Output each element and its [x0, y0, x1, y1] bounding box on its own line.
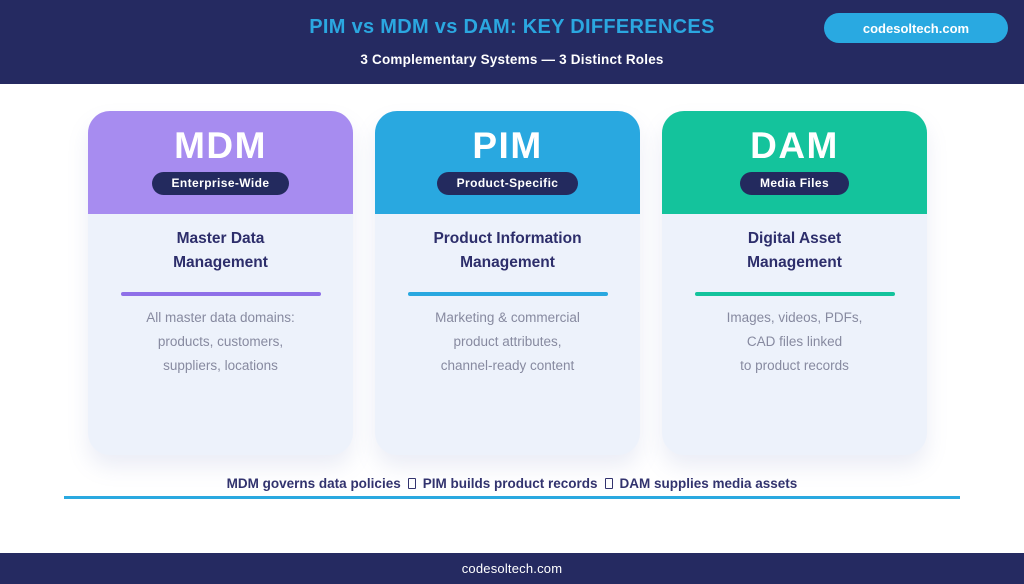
card-pim-body: Product Information Management Marketing…	[375, 227, 640, 378]
comparison-cards: MDM Enterprise-Wide Master Data Manageme…	[88, 111, 927, 455]
summary-divider-line	[64, 496, 960, 499]
card-pim-header: PIM Product-Specific	[375, 111, 640, 214]
card-dam-body: Digital Asset Management Images, videos,…	[662, 227, 927, 378]
missing-glyph-icon	[407, 478, 416, 489]
card-pim-badge: Product-Specific	[436, 172, 579, 195]
card-dam: DAM Media Files Digital Asset Management…	[662, 111, 927, 455]
summary-segment-mdm: MDM governs data policies	[226, 476, 401, 491]
missing-glyph-icon	[604, 478, 613, 489]
footer-bar: codesoltech.com	[0, 553, 1024, 584]
summary-text: MDM governs data policies PIM builds prod…	[0, 476, 1024, 491]
card-pim-divider	[407, 292, 608, 296]
card-pim-description: Marketing & commercial product attribute…	[435, 309, 580, 373]
card-mdm-header: MDM Enterprise-Wide	[88, 111, 353, 214]
card-mdm-divider	[120, 292, 321, 296]
card-mdm-description: All master data domains: products, custo…	[146, 309, 295, 373]
card-mdm-badge: Enterprise-Wide	[151, 172, 290, 195]
card-dam-acronym: DAM	[750, 125, 839, 166]
card-dam-title: Digital Asset Management	[747, 230, 842, 271]
summary-segment-pim: PIM builds product records	[422, 476, 598, 491]
site-link-button[interactable]: codesoltech.com	[824, 13, 1008, 43]
card-mdm-acronym: MDM	[174, 125, 267, 166]
card-mdm-title: Master Data Management	[173, 230, 268, 271]
card-dam-badge: Media Files	[739, 172, 850, 195]
footer-site-text: codesoltech.com	[461, 561, 563, 576]
page-subtitle: 3 Complementary Systems — 3 Distinct Rol…	[360, 52, 664, 67]
card-pim-title: Product Information Management	[433, 230, 582, 271]
page-title: PIM vs MDM vs DAM: KEY DIFFERENCES	[309, 16, 715, 38]
card-dam-description: Images, videos, PDFs, CAD files linked t…	[726, 309, 863, 373]
card-pim: PIM Product-Specific Product Information…	[375, 111, 640, 455]
card-mdm-body: Master Data Management All master data d…	[88, 227, 353, 378]
header-bar: PIM vs MDM vs DAM: KEY DIFFERENCES 3 Com…	[0, 0, 1024, 84]
summary-segment-dam: DAM supplies media assets	[619, 476, 798, 491]
card-pim-acronym: PIM	[472, 125, 543, 166]
card-dam-divider	[694, 292, 895, 296]
card-dam-header: DAM Media Files	[662, 111, 927, 214]
card-mdm: MDM Enterprise-Wide Master Data Manageme…	[88, 111, 353, 455]
